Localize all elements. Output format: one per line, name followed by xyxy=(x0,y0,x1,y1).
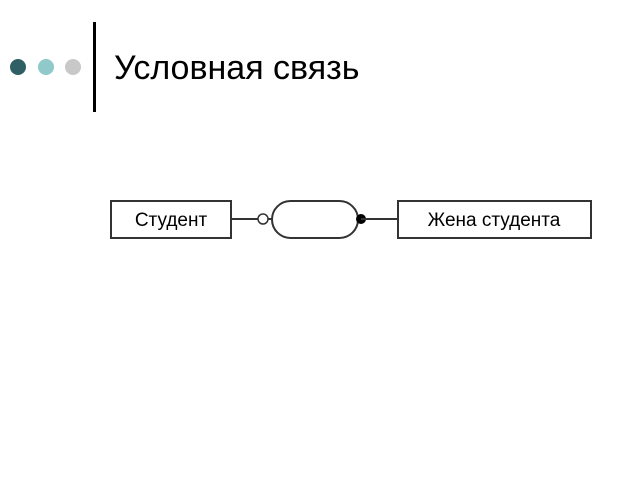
entity-student-box xyxy=(110,200,232,239)
bullet-dot-dark xyxy=(10,59,26,75)
relationship-shape xyxy=(271,200,359,239)
bullet-dot-teal xyxy=(38,59,54,75)
slide-header: Условная связь xyxy=(0,0,640,120)
optional-end-open-circle xyxy=(257,213,269,225)
title-divider xyxy=(93,22,96,112)
slide-title: Условная связь xyxy=(114,49,360,87)
entity-student-wife-label: Жена студента xyxy=(428,210,561,231)
entity-student-wife-box xyxy=(397,200,592,239)
entity-student-label: Студент xyxy=(135,210,208,231)
bullet-dot-gray xyxy=(65,59,81,75)
